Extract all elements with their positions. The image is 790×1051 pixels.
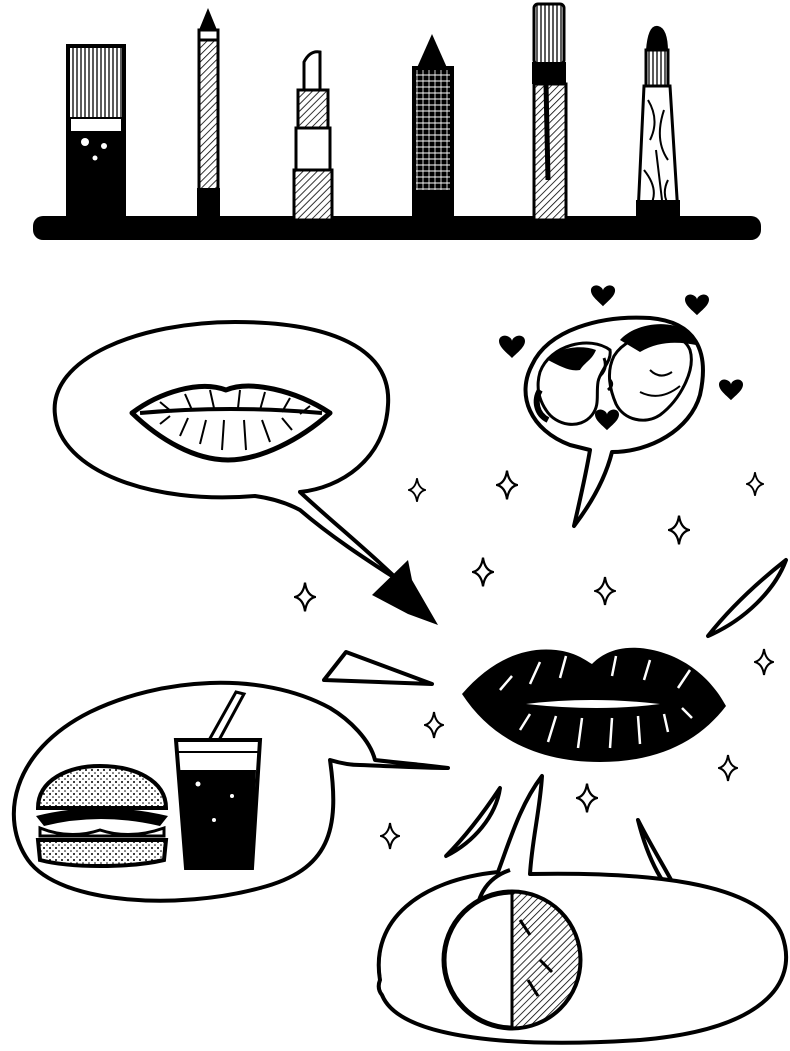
kissing-couple-bubble (499, 285, 743, 528)
fast-food-bubble (11, 680, 450, 903)
crayon-lipstick-icon (412, 34, 454, 222)
makeup-shelf (33, 2, 761, 240)
lips-outline-icon (129, 383, 333, 463)
burger-icon (35, 763, 169, 868)
lip-brush-icon (636, 25, 680, 218)
half-moon-icon (441, 889, 583, 1031)
full-lips-icon (462, 647, 726, 762)
moon-phase-bubble (376, 774, 788, 1045)
mascara-tube-icon (66, 44, 126, 222)
lips-outline-bubble (52, 320, 438, 625)
lipstick-tube-icon (292, 50, 334, 222)
lip-liner-pencil-icon (197, 8, 220, 220)
shelf-board (33, 216, 761, 240)
lip-gloss-wand-icon (532, 2, 568, 222)
kissing-couple-icon (533, 324, 696, 426)
arrow-head-icon (372, 560, 438, 625)
soda-cup-icon (173, 690, 263, 870)
